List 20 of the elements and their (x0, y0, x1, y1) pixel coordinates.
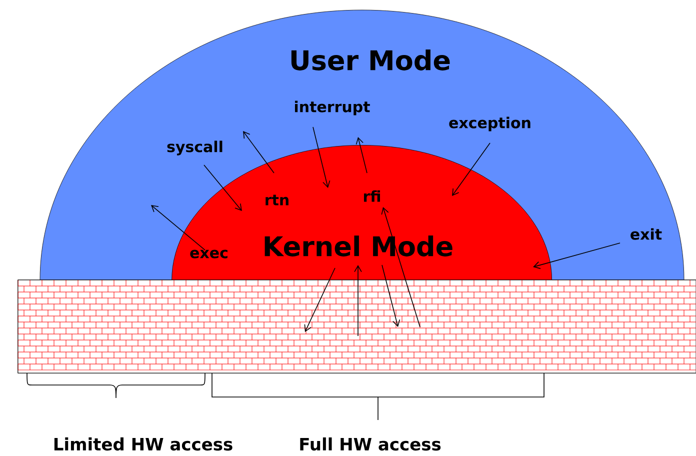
range-label: Full HW access (300, 437, 441, 451)
arrow (382, 264, 400, 327)
edge-label: rfi (364, 190, 380, 202)
arrow (533, 242, 620, 269)
arrow (312, 126, 330, 188)
range-label: Limited HW access (54, 437, 232, 451)
arrow (204, 164, 242, 211)
arrow (356, 137, 368, 174)
arrow (354, 265, 362, 336)
edge-label: exit (630, 228, 662, 240)
arrow (151, 205, 206, 250)
arrow (243, 131, 274, 174)
hardware-band (18, 280, 696, 374)
arrow (452, 142, 490, 196)
edge-label: exception (449, 116, 530, 132)
edge-label: exec (190, 250, 228, 258)
edge-label: interrupt (294, 100, 370, 116)
arrow (381, 207, 420, 328)
arrow (304, 268, 336, 332)
edge-label: rtn (266, 194, 288, 206)
